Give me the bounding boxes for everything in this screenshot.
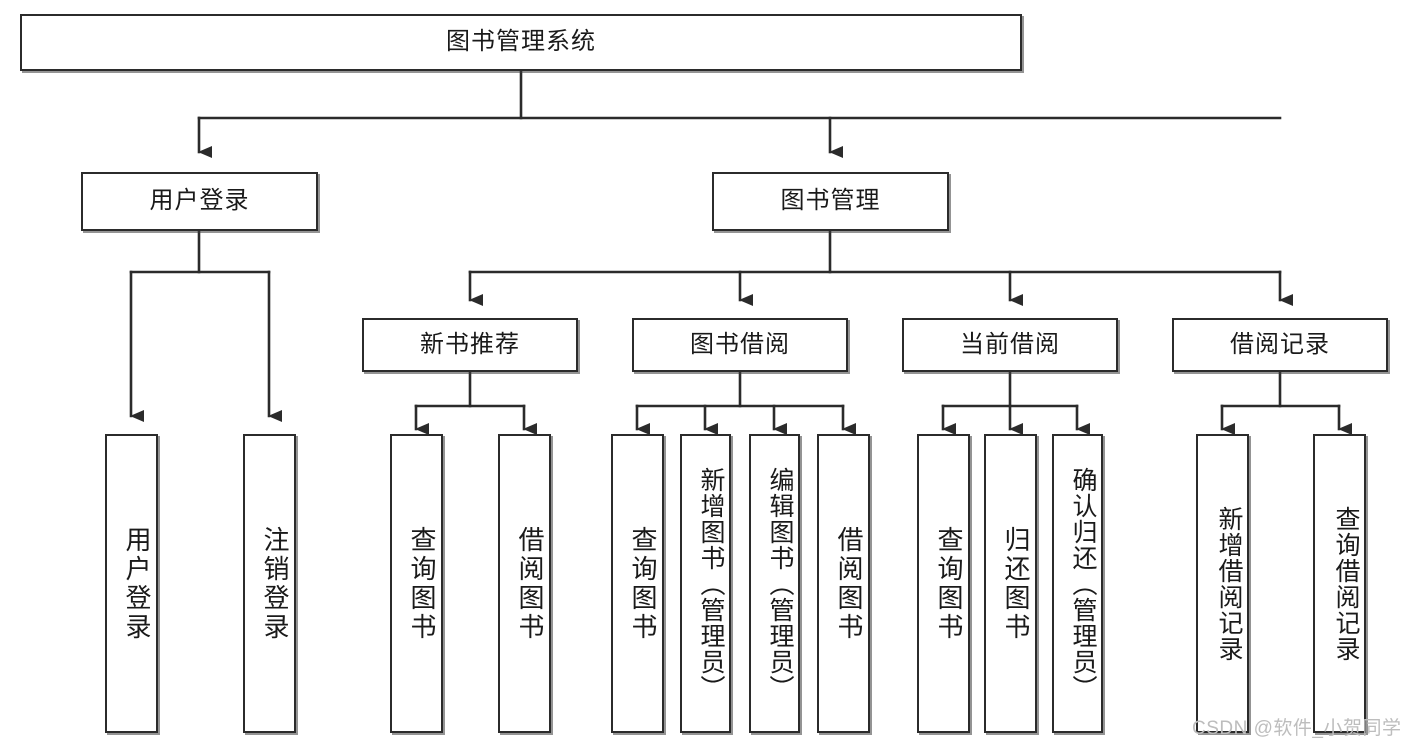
leaf-add-book-admin[interactable]: 新增图书（管理员） bbox=[680, 434, 731, 733]
leaf-query-book-new-rec[interactable]: 查询图书 bbox=[390, 434, 443, 733]
leaf-confirm-return-admin[interactable]: 确认归还（管理员） bbox=[1052, 434, 1103, 733]
node-book-borrow[interactable]: 图书借阅 bbox=[632, 318, 848, 372]
leaf-logout[interactable]: 注销登录 bbox=[243, 434, 296, 733]
csdn-watermark: CSDN @软件_小贺同学 bbox=[1192, 718, 1402, 739]
leaf-add-borrow-record[interactable]: 新增借阅记录 bbox=[1196, 434, 1249, 733]
leaf-query-book-current[interactable]: 查询图书 bbox=[917, 434, 970, 733]
node-current-borrow[interactable]: 当前借阅 bbox=[902, 318, 1118, 372]
leaf-query-book-borrow[interactable]: 查询图书 bbox=[611, 434, 664, 733]
leaf-borrow-book-borrow[interactable]: 借阅图书 bbox=[817, 434, 870, 733]
leaf-query-borrow-record[interactable]: 查询借阅记录 bbox=[1313, 434, 1366, 733]
leaf-user-login[interactable]: 用户登录 bbox=[105, 434, 158, 733]
node-borrow-record[interactable]: 借阅记录 bbox=[1172, 318, 1388, 372]
node-new-book-recommend[interactable]: 新书推荐 bbox=[362, 318, 578, 372]
node-user-login[interactable]: 用户登录 bbox=[81, 172, 318, 231]
leaf-borrow-book-new-rec[interactable]: 借阅图书 bbox=[498, 434, 551, 733]
leaf-edit-book-admin[interactable]: 编辑图书（管理员） bbox=[749, 434, 800, 733]
node-book-manage[interactable]: 图书管理 bbox=[712, 172, 949, 231]
node-root[interactable]: 图书管理系统 bbox=[20, 14, 1022, 71]
leaf-return-book[interactable]: 归还图书 bbox=[984, 434, 1037, 733]
